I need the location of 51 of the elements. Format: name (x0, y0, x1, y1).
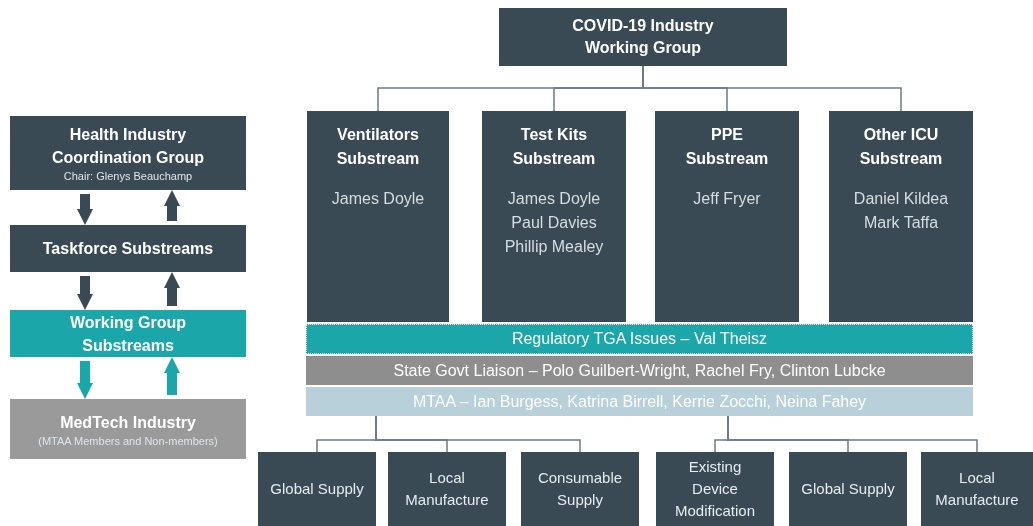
band-label: MTAA – Ian Burgess, Katrina Birrell, Kerrie Zocchi, Neina Fahey (412, 391, 867, 412)
group-note: Chair: Glenys Beauchamp (63, 169, 193, 183)
box-label: Local Manufacture (934, 468, 1020, 510)
org-box (521, 452, 639, 526)
org-box (10, 116, 246, 190)
band (306, 356, 973, 385)
box-label: Consumable Supply (536, 468, 624, 510)
org-box (921, 452, 1033, 526)
group-title: Taskforce Substreams (41, 239, 215, 259)
connector-line (727, 415, 978, 453)
connector-line (375, 415, 581, 453)
substream-title: PPE Substream (684, 125, 770, 169)
group-title: MedTech Industry (59, 412, 197, 433)
substream-title: Other ICU Substream (858, 125, 944, 169)
org-box (789, 452, 907, 526)
box-label: Global Supply (800, 479, 896, 499)
org-box (656, 452, 774, 526)
box-label: Local Manufacture (404, 468, 490, 510)
org-box (10, 225, 246, 272)
substream-title: Test Kits Substream (511, 125, 597, 169)
member-names: Jeff Fryer (692, 189, 762, 209)
band (306, 324, 973, 354)
band-label: COVID-19 Industry Working Group (571, 16, 715, 58)
box-label: Global Supply (269, 479, 365, 499)
block-arrow (77, 194, 93, 225)
band-label: Regulatory TGA Issues – Val Theisz (511, 329, 768, 349)
org-box (307, 111, 449, 322)
group-title: Health Industry Coordination Group (51, 125, 205, 168)
org-box (829, 111, 973, 322)
band (306, 387, 973, 416)
org-box (10, 310, 246, 357)
block-arrow (77, 276, 93, 310)
org-box (655, 111, 799, 322)
group-note: (MTAA Members and Non-members) (38, 433, 218, 448)
member-names: Daniel Kildea Mark Taffa (852, 189, 950, 233)
org-box (482, 111, 626, 322)
block-arrow (164, 357, 180, 395)
org-box (388, 452, 506, 526)
block-arrow (164, 190, 180, 221)
block-arrow (77, 361, 93, 399)
connector-line (642, 65, 902, 112)
org-box (10, 399, 246, 459)
substream-title: Ventilators Substream (335, 125, 421, 169)
box-label: Existing Device Modification (673, 457, 756, 521)
group-title: Working Group Substreams (68, 312, 188, 356)
org-box (499, 8, 787, 66)
block-arrow (164, 272, 180, 306)
band-label: State Govt Liaison – Polo Guilbert-Wright, Rachel Fry, Clinton Lubcke (393, 360, 886, 381)
org-box (258, 452, 376, 526)
member-names: James Doyle (330, 189, 426, 209)
member-names: James Doyle Paul Davies Phillip Mealey (503, 189, 605, 257)
